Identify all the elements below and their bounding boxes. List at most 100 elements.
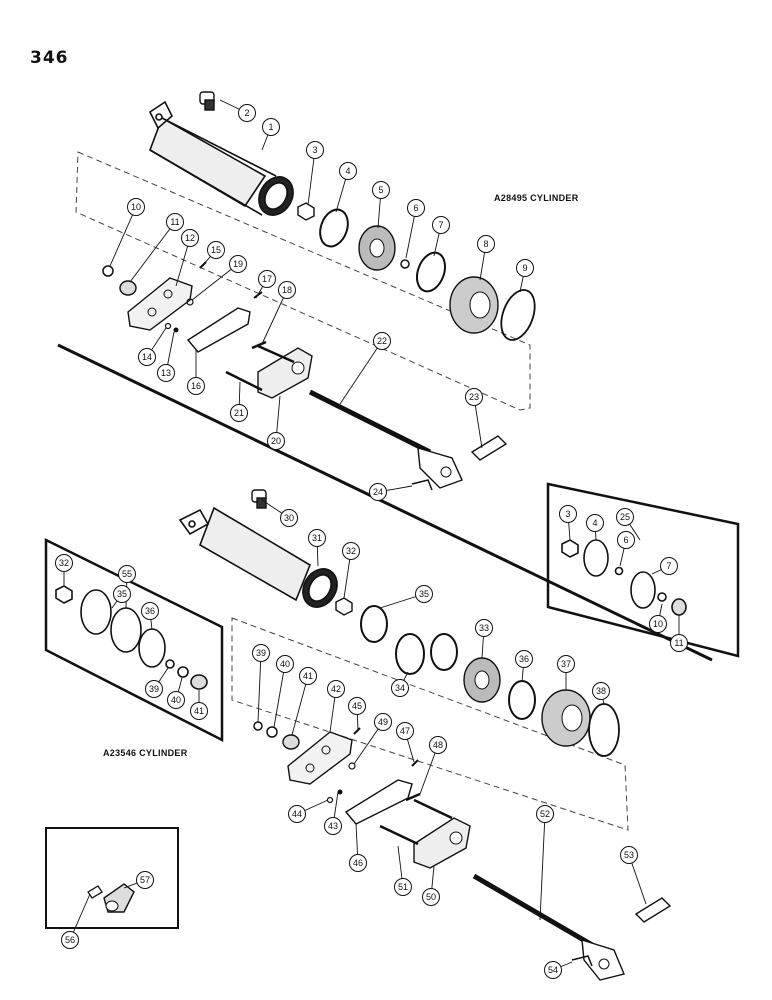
callout-number: 35: [419, 589, 429, 599]
callout-callouts-46: 51: [394, 878, 412, 896]
o-ring-39: [253, 721, 263, 731]
washer-19: [186, 298, 194, 306]
callout-callouts-25: 30: [280, 509, 298, 527]
grease-fitting-56: [87, 885, 103, 899]
callout-number: 32: [59, 558, 69, 568]
leader-callouts-47: [539, 813, 546, 921]
callout-circle: [138, 348, 156, 366]
callout-number: 42: [331, 684, 341, 694]
callout-circle: [516, 259, 534, 277]
callout-number: 40: [280, 659, 290, 669]
callout-kit_callouts-55-4: 40: [167, 691, 185, 709]
pin-23: [470, 435, 508, 461]
link-46: [344, 779, 413, 825]
callout-number: 41: [303, 671, 313, 681]
callout-number: 5: [378, 185, 383, 195]
callout-number: 23: [469, 392, 479, 402]
callout-number: 47: [400, 726, 410, 736]
callout-circle: [432, 216, 450, 234]
leader-callouts-18: [191, 263, 239, 301]
callout-callouts-22: 23: [465, 388, 483, 406]
callout-circle: [141, 602, 159, 620]
callout-circle: [465, 388, 483, 406]
o-ring-10: [102, 265, 114, 277]
callout-number: 4: [592, 518, 597, 528]
callout-circle: [229, 255, 247, 273]
callout-callouts-10: 11: [166, 213, 184, 231]
callout-circle: [258, 270, 276, 288]
callout-number: 10: [131, 202, 141, 212]
callout-circle: [167, 691, 185, 709]
callout-circle: [136, 871, 154, 889]
callout-circle: [288, 805, 306, 823]
elbow-fitting-31: [251, 489, 267, 509]
callout-circle: [670, 634, 688, 652]
callout-number: 35: [117, 589, 127, 599]
callout-kit_callouts-25-4: 10: [649, 615, 667, 633]
elbow-fitting-2: [199, 91, 215, 111]
callout-callouts-7: 8: [477, 235, 495, 253]
callout-circle: [267, 432, 285, 450]
callout-number: 11: [170, 217, 179, 227]
callout-callouts-1: 2: [238, 104, 256, 122]
callout-kit_callouts-55-2: 36: [141, 602, 159, 620]
piston-33: [463, 657, 501, 703]
callout-callouts-37: 42: [327, 680, 345, 698]
callout-number: 54: [548, 965, 558, 975]
callout-kit_callouts-25-0: 3: [559, 505, 577, 523]
callout-circle: [61, 931, 79, 949]
callout-callouts-41: 46: [349, 854, 367, 872]
callout-kit_callouts-55-5: 41: [190, 702, 208, 720]
callout-circle: [166, 213, 184, 231]
callout-circle: [327, 680, 345, 698]
callout-number: 36: [145, 606, 155, 616]
callout-callouts-16: 17: [258, 270, 276, 288]
callout-circle: [536, 805, 554, 823]
callout-number: 25: [620, 512, 630, 522]
callout-group: 1234567891011121314151617181920212223242…: [55, 104, 688, 979]
callout-number: 14: [142, 352, 152, 362]
bushing-41: [282, 734, 300, 750]
lockwasher-44: [326, 796, 334, 804]
backup-rings-35: [360, 605, 458, 671]
callout-number: 13: [161, 368, 171, 378]
lockwasher-14: [164, 322, 172, 330]
callout-circle: [306, 141, 324, 159]
callout-kit_callouts-25-1: 4: [586, 514, 604, 532]
kit-box-55: [44, 537, 224, 743]
callout-callouts-42: 47: [396, 722, 414, 740]
callout-number: 20: [271, 436, 281, 446]
callout-circle: [280, 509, 298, 527]
callout-number: 6: [413, 203, 418, 213]
callout-callouts-18: 19: [229, 255, 247, 273]
callout-callouts-31: 36: [515, 650, 533, 668]
callout-number: 22: [377, 336, 387, 346]
callout-number: 48: [433, 740, 443, 750]
callout-number: 39: [149, 684, 159, 694]
kit-55-parts: [55, 585, 208, 690]
callout-circle: [308, 529, 326, 547]
callout-number: 53: [624, 850, 634, 860]
leader-callouts-10: [129, 221, 176, 283]
callout-callouts-47: 52: [536, 805, 554, 823]
callout-callouts-2: 3: [306, 141, 324, 159]
callout-number: 9: [522, 263, 527, 273]
kit-25-parts: [561, 539, 687, 616]
callout-number: 56: [65, 935, 75, 945]
callout-callouts-14: 15: [207, 241, 225, 259]
divider-line: [57, 343, 713, 662]
callout-number: 18: [282, 285, 292, 295]
callout-callouts-32: 37: [557, 655, 575, 673]
callout-circle: [145, 680, 163, 698]
callout-circle: [660, 557, 678, 575]
plate-12: [127, 277, 193, 331]
callout-number: 31: [312, 533, 322, 543]
callout-circle: [369, 483, 387, 501]
callout-number: 51: [398, 882, 408, 892]
pin-18: [251, 340, 267, 350]
callout-circle: [157, 364, 175, 382]
callout-kit_callouts-25-3: 7: [660, 557, 678, 575]
callout-circle: [339, 162, 357, 180]
upper-cylinder-label: A28495 CYLINDER: [494, 193, 579, 203]
